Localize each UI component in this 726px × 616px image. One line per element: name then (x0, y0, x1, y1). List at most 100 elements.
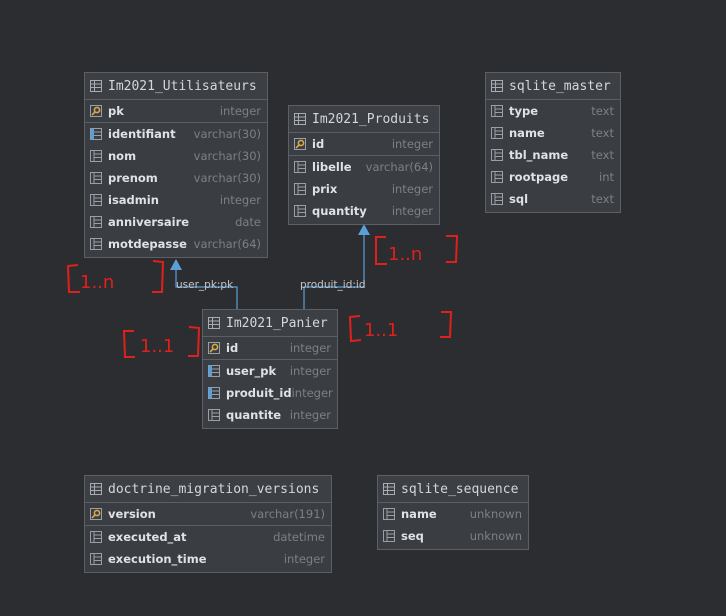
column-type: text (591, 192, 614, 206)
table-icon (383, 483, 395, 495)
column-name: prix (312, 182, 338, 196)
column-row[interactable]: pk integer (85, 100, 267, 123)
column-icon (491, 149, 503, 161)
table-title: Im2021_Utilisateurs (108, 78, 257, 94)
table-title: sqlite_sequence (401, 481, 519, 497)
column-icon (294, 161, 306, 173)
table-title: sqlite_master (509, 78, 611, 94)
column-type: integer (219, 104, 261, 118)
relation-user-arrowhead (170, 259, 182, 270)
annotation-user-side-text: 1..n (80, 272, 114, 293)
column-icon (491, 105, 503, 117)
annotation-user-side (66, 260, 165, 293)
column-name: user_pk (226, 364, 277, 378)
table-title: Im2021_Produits (312, 111, 430, 127)
column-type: integer (283, 552, 325, 566)
table-icon (90, 483, 102, 495)
column-row[interactable]: execution_time integer (85, 548, 331, 570)
column-icon (491, 171, 503, 183)
column-row[interactable]: user_pk integer (203, 360, 337, 382)
column-icon (90, 150, 102, 162)
column-type: varchar(30) (193, 127, 261, 141)
column-type: varchar(30) (193, 149, 261, 163)
column-name: execution_time (108, 552, 207, 566)
column-name: nom (108, 149, 137, 163)
column-type: unknown (469, 507, 522, 521)
column-name: anniversaire (108, 215, 190, 229)
column-row[interactable]: id integer (289, 133, 439, 156)
table-header[interactable]: sqlite_master (486, 73, 620, 100)
annotation-produit-side (375, 235, 459, 265)
column-name: id (312, 137, 325, 151)
table-header[interactable]: Im2021_Produits (289, 106, 439, 133)
table-icon (294, 113, 306, 125)
column-row[interactable]: id integer (203, 337, 337, 360)
column-icon (294, 205, 306, 217)
column-row[interactable]: nom varchar(30) (85, 145, 267, 167)
column-name: libelle (312, 160, 352, 174)
primary-key-icon (90, 508, 102, 520)
relation-user-label: user_pk:pk (176, 279, 234, 291)
table-icon (208, 317, 220, 329)
column-type: varchar(64) (365, 160, 433, 174)
table-header[interactable]: Im2021_Panier (203, 310, 337, 337)
column-row[interactable]: identifiant varchar(30) (85, 123, 267, 145)
column-name: motdepasse (108, 237, 187, 251)
column-name: isadmin (108, 193, 159, 207)
column-type: integer (291, 386, 333, 400)
column-icon (90, 238, 102, 250)
column-name: tbl_name (509, 148, 569, 162)
annotation-produit-side-text: 1..n (388, 244, 422, 265)
relation-produit-arrowhead (358, 224, 370, 235)
column-name: type (509, 104, 539, 118)
column-name: identifiant (108, 127, 176, 141)
relation-user-line (175, 262, 238, 309)
relation-produit-label: produit_id:id (300, 279, 365, 291)
table-header[interactable]: Im2021_Utilisateurs (85, 73, 267, 100)
column-name: name (401, 507, 437, 521)
column-type: datetime (273, 530, 325, 544)
column-name: quantity (312, 204, 367, 218)
column-name: pk (108, 104, 124, 118)
column-type: integer (289, 341, 331, 355)
annotation-panier-left (122, 326, 201, 358)
relation-produit-line (303, 227, 365, 309)
column-row[interactable]: libelle varchar(64) (289, 156, 439, 178)
column-type: integer (391, 137, 433, 151)
column-name: version (108, 507, 156, 521)
table-header[interactable]: doctrine_migration_versions (85, 476, 331, 503)
column-name: name (509, 126, 545, 140)
table-header[interactable]: sqlite_sequence (378, 476, 528, 503)
column-name: produit_id (226, 386, 292, 400)
annotation-panier-right-text: 1..1 (364, 320, 398, 341)
column-name: id (226, 341, 239, 355)
column-icon (294, 183, 306, 195)
table-icon (90, 80, 102, 92)
column-icon (383, 508, 395, 520)
column-row[interactable]: name unknown (378, 503, 528, 525)
table-title: doctrine_migration_versions (108, 481, 320, 497)
column-type: integer (289, 364, 331, 378)
